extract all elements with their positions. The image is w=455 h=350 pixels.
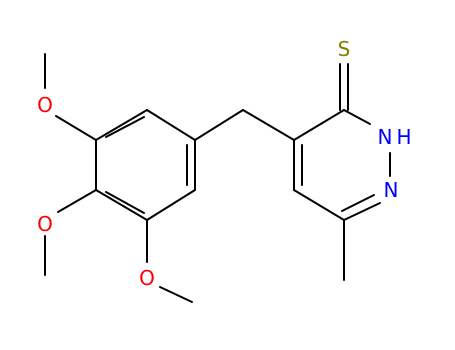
bond-oxygen-bottom-methyl: [159, 286, 193, 303]
bond-pyridazine-1: [293, 109, 345, 141]
bond-oxygen-top-ring: [55, 115, 97, 141]
oxygen-middle-label: O: [37, 212, 53, 236]
oxygen-top-label: O: [37, 93, 53, 117]
bond-benzene-inner-1: [105, 116, 145, 138]
bond-benzene-inner-3: [105, 191, 145, 214]
bond-benzene-5: [95, 189, 148, 221]
bond-pyridazine-5: [293, 189, 345, 221]
bond-benzene-4: [146, 189, 196, 221]
bond-benzene-1: [95, 109, 148, 141]
nh-hydrogen-label: H: [396, 125, 411, 149]
nh-nitrogen-label: N: [378, 125, 393, 149]
bond-benzene-2: [146, 109, 196, 141]
bonds: [44, 53, 391, 303]
ring-nitrogen-label: N: [384, 178, 399, 202]
oxygen-bottom-label: O: [139, 266, 155, 290]
bond-benzene-ch2: [194, 109, 244, 141]
bond-pyridazine-2: [343, 109, 371, 125]
bond-pyridazine-4-inner: [341, 194, 375, 212]
bond-pyridazine-4: [343, 202, 381, 221]
bond-ring-oxygen-middle: [57, 189, 97, 213]
sulfur-label: S: [338, 37, 351, 61]
bond-ch2-pyridazine: [242, 109, 295, 141]
atom-labels: S N H N O O O: [37, 37, 411, 290]
